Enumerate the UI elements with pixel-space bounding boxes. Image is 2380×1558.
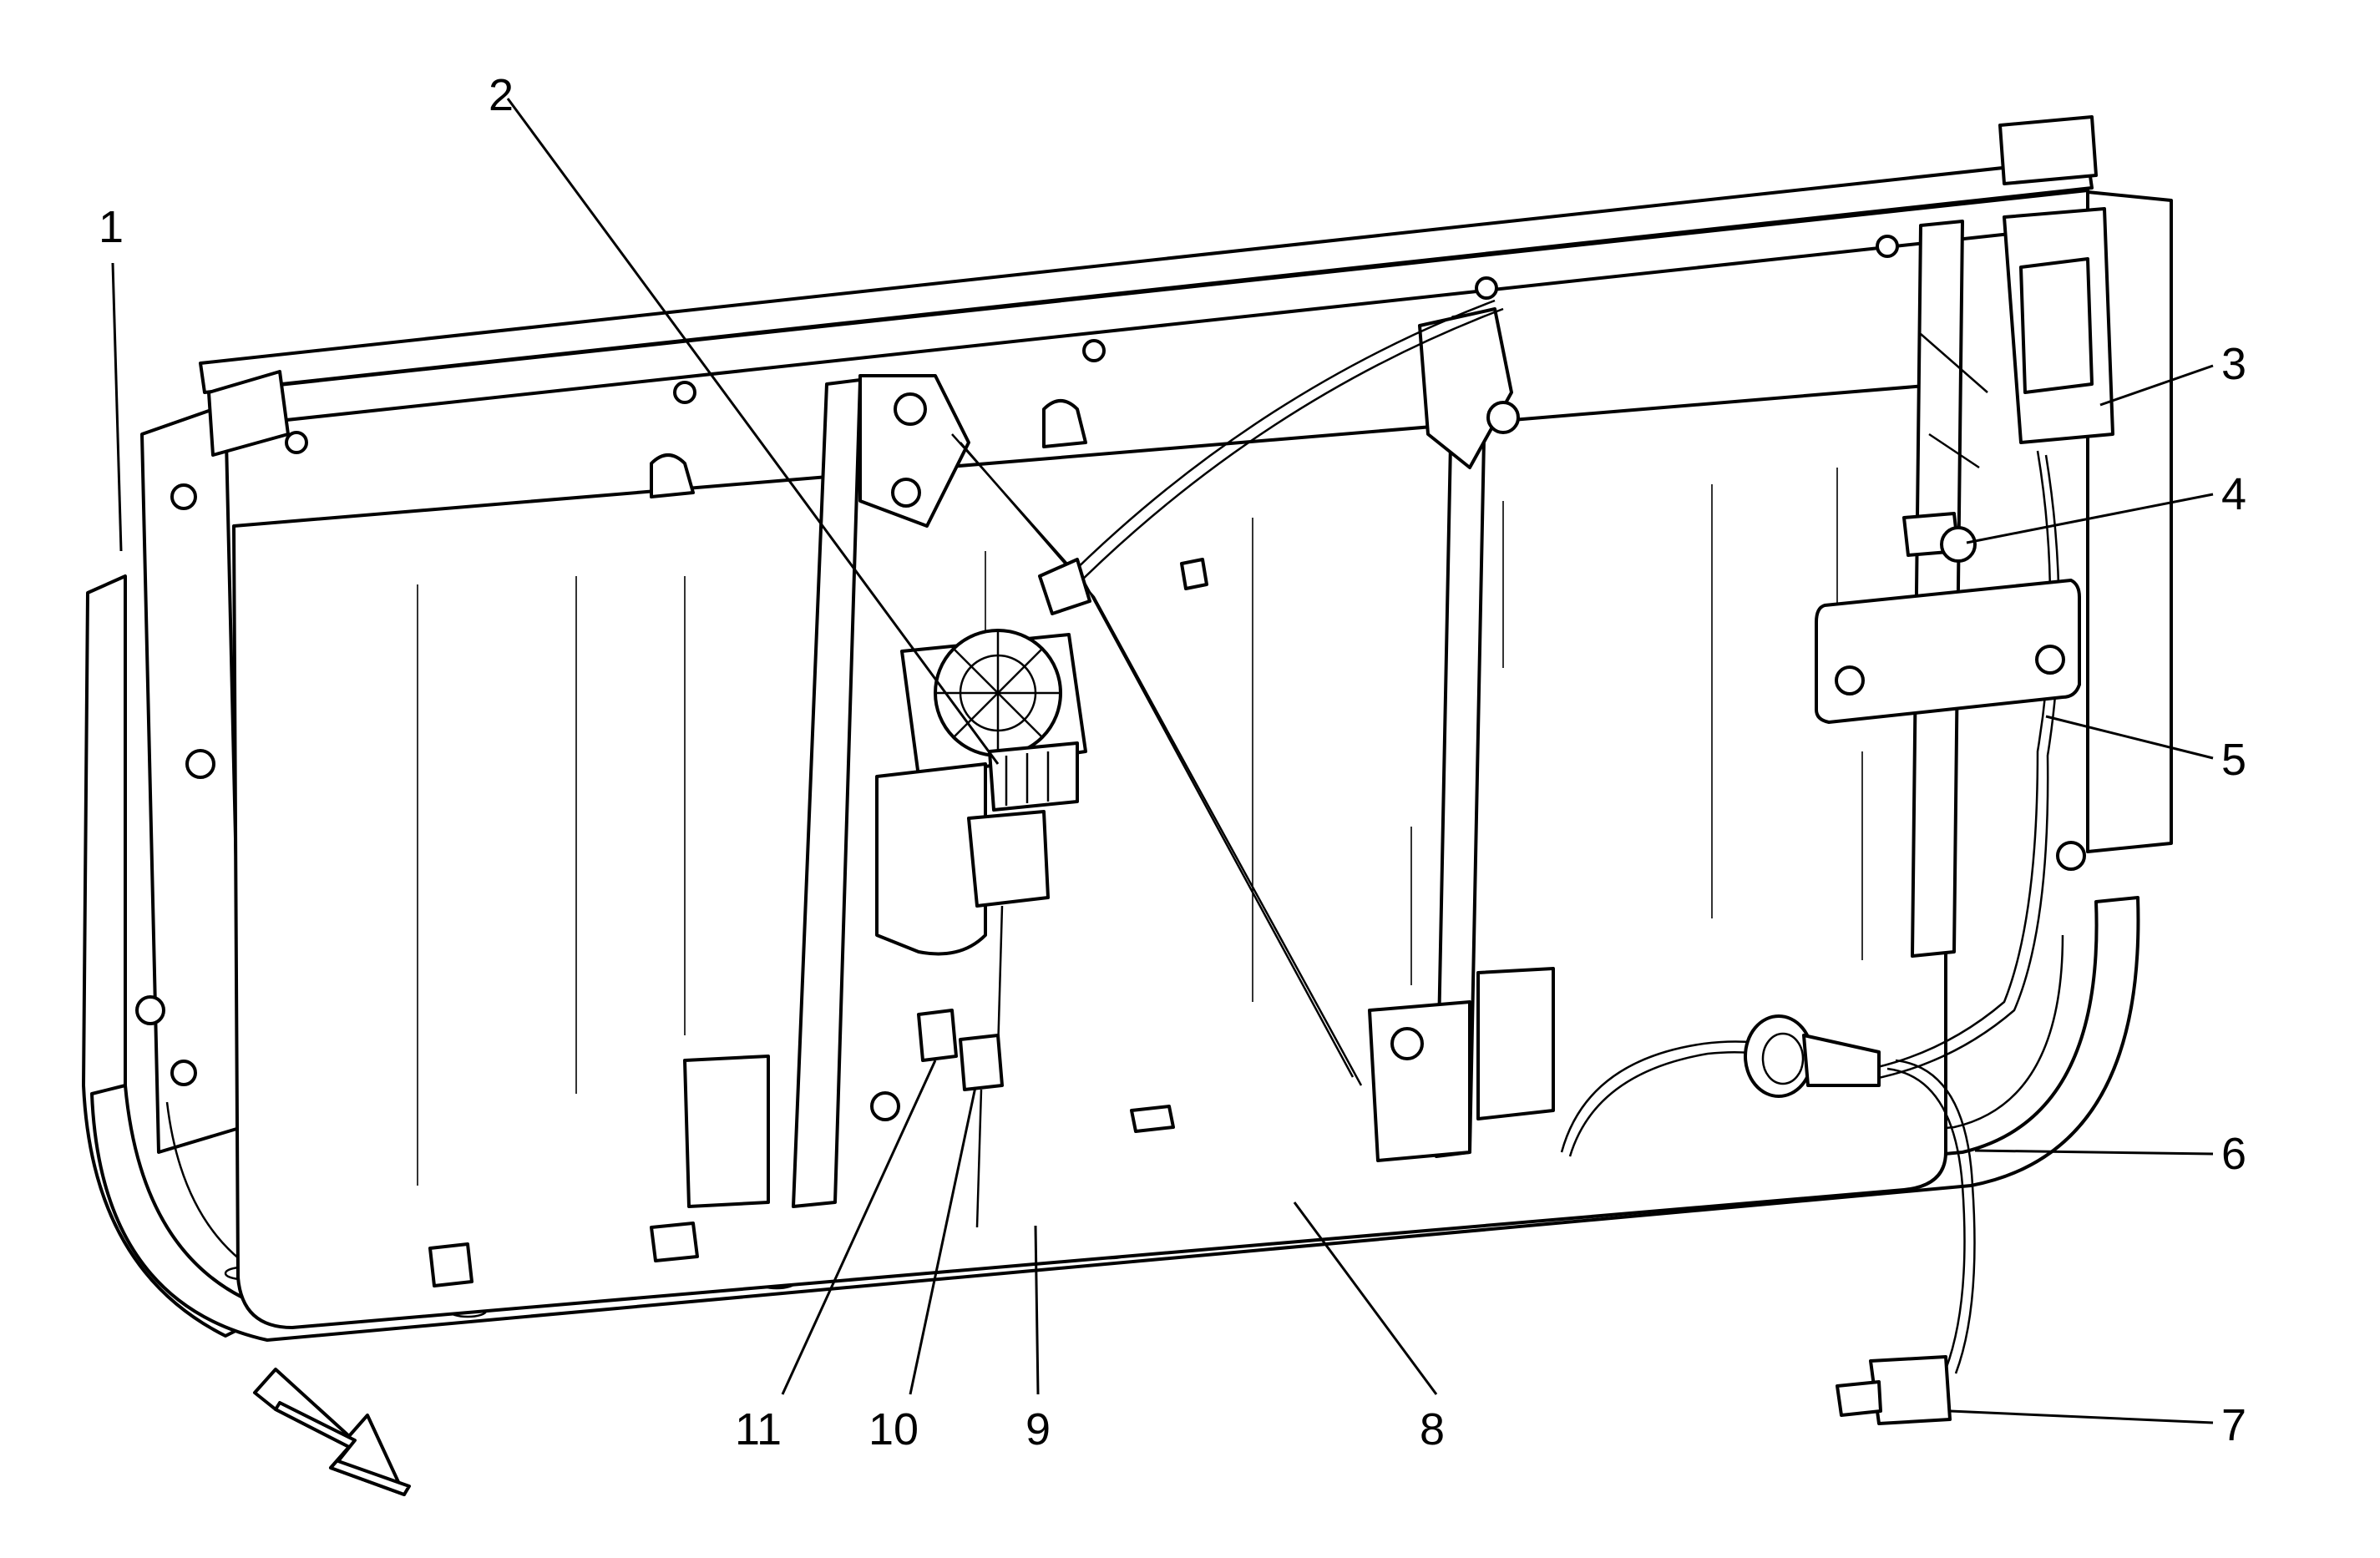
direction-arrow-icon bbox=[253, 1368, 411, 1496]
callout-10: 10 bbox=[868, 1404, 919, 1454]
door-latch-assembly bbox=[1902, 207, 2114, 563]
callout-5: 5 bbox=[2221, 735, 2246, 785]
mounting-plate bbox=[1815, 579, 2081, 724]
wiring-harness bbox=[1560, 450, 2060, 1425]
callouts: 1 2 3 4 5 6 7 8 9 10 11 bbox=[99, 70, 2246, 1454]
callout-6: 6 bbox=[2221, 1129, 2246, 1179]
callout-11: 11 bbox=[735, 1404, 782, 1454]
regulator-cables bbox=[951, 299, 1504, 1086]
window-motor bbox=[875, 629, 1087, 1053]
window-glass bbox=[232, 382, 1947, 1329]
lower-clips bbox=[428, 1105, 1175, 1287]
callout-1: 1 bbox=[99, 202, 124, 252]
callout-8: 8 bbox=[1420, 1404, 1445, 1454]
callout-3: 3 bbox=[2221, 339, 2246, 389]
regulator-rails bbox=[135, 220, 2086, 1208]
callout-7: 7 bbox=[2221, 1400, 2246, 1450]
lower-connectors bbox=[917, 1009, 1004, 1228]
callout-9: 9 bbox=[1025, 1404, 1051, 1454]
callout-4: 4 bbox=[2221, 469, 2246, 519]
leader-lines bbox=[111, 98, 2214, 1424]
callout-2: 2 bbox=[489, 70, 514, 120]
